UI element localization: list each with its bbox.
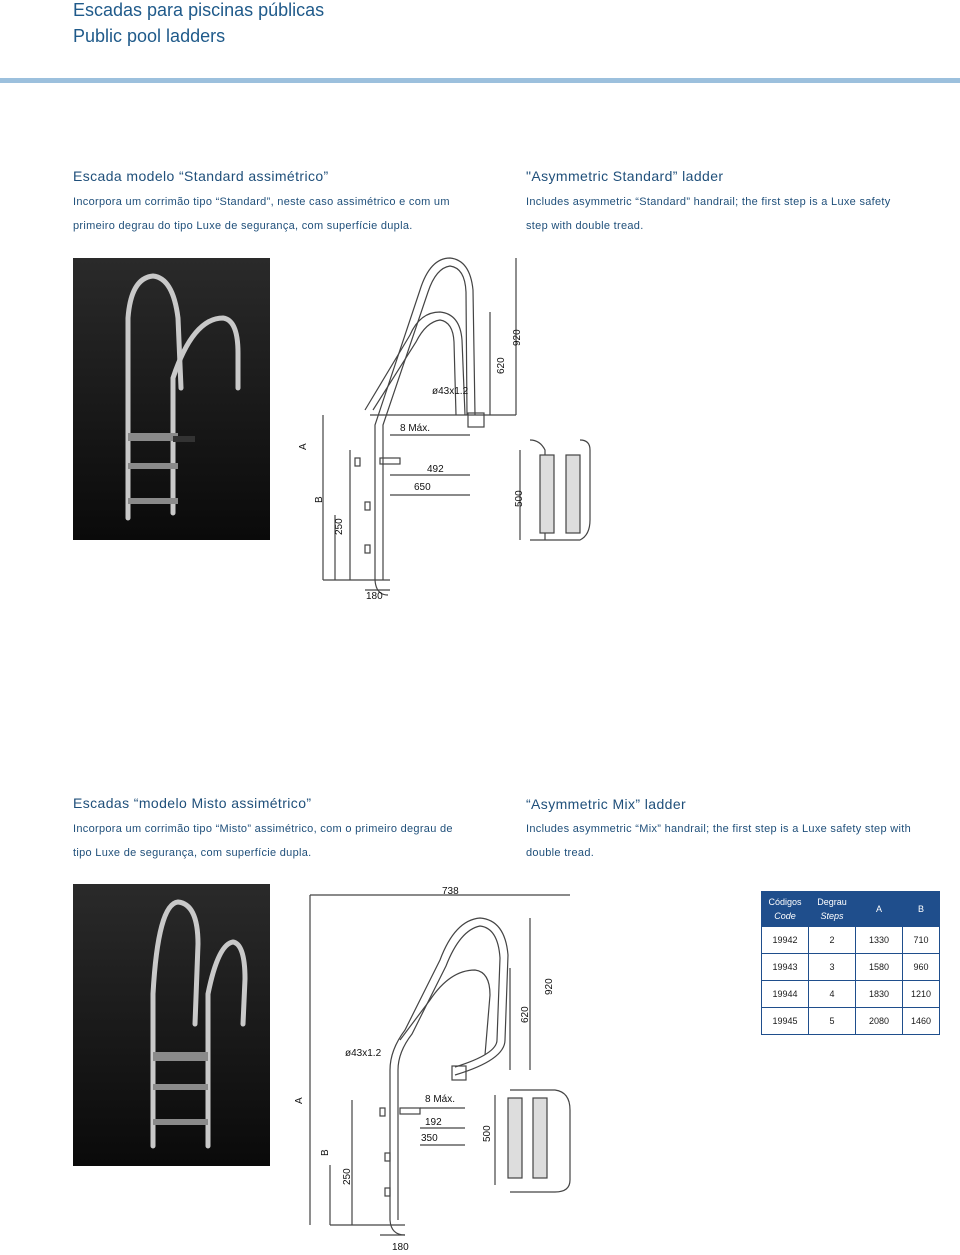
cell-steps: 3 — [808, 953, 856, 981]
header-steps: Degrau Steps — [808, 891, 856, 927]
table-row: 19942 2 1330 710 — [761, 926, 940, 954]
dim-8max: 8 Máx. — [400, 423, 430, 434]
dim-192: 192 — [425, 1117, 442, 1128]
ladder-photo-standard — [73, 258, 270, 540]
dim-492: 492 — [427, 464, 444, 475]
dim-650: 650 — [414, 482, 431, 493]
header-a: A — [855, 891, 903, 927]
section2-desc-pt-line1: Incorpora um corrimão tipo “Misto” assim… — [73, 823, 453, 835]
dim-920: 920 — [512, 329, 523, 346]
section1-heading-en: "Asymmetric Standard” ladder — [526, 168, 724, 184]
dim-250: 250 — [342, 1168, 353, 1185]
cell-b: 1210 — [902, 980, 940, 1008]
section2-desc-pt: Incorpora um corrimão tipo “Misto” assim… — [73, 817, 493, 865]
section2-heading-pt: Escadas “modelo Misto assimétrico” — [73, 795, 312, 811]
cell-code: 19942 — [761, 926, 809, 954]
section1-desc-en: Includes asymmetric “Standard” handrail;… — [526, 190, 946, 238]
dim-350: 350 — [421, 1133, 438, 1144]
cell-b: 1460 — [902, 1007, 940, 1035]
codes-table: Códigos Code Degrau Steps A B 19942 2 13… — [761, 891, 940, 1035]
table-row: 19944 4 1830 1210 — [761, 980, 940, 1008]
section1-desc-en-line2: step with double tread. — [526, 220, 644, 232]
table-row: 19945 5 2080 1460 — [761, 1007, 940, 1035]
section2-desc-en-line1: Includes asymmetric “Mix” handrail; the … — [526, 823, 912, 835]
ladder-drawing-standard: 920 620 ø43x1.2 8 Máx. A 492 650 500 B 2… — [298, 257, 591, 602]
header-steps-pt: Degrau — [817, 897, 847, 907]
header-code: Códigos Code — [761, 891, 809, 927]
table-row: 19943 3 1580 960 — [761, 953, 940, 981]
ladder-photo-mix-image — [73, 884, 270, 1166]
dim-8max: 8 Máx. — [425, 1094, 455, 1105]
header-divider — [0, 78, 960, 83]
dim-920: 920 — [544, 978, 555, 995]
section1-desc-pt-line1: Incorpora um corrimão tipo “Standard”, n… — [73, 196, 450, 208]
dim-620: 620 — [496, 357, 507, 374]
cell-b: 960 — [902, 953, 940, 981]
page-title-en: Public pool ladders — [73, 26, 226, 46]
dim-620: 620 — [520, 1006, 531, 1023]
section1-desc-pt-line2: primeiro degrau do tipo Luxe de seguranç… — [73, 220, 413, 232]
dim-180: 180 — [366, 591, 383, 602]
cell-steps: 2 — [808, 926, 856, 954]
dim-b: B — [314, 496, 325, 503]
dim-tube: ø43x1.2 — [432, 386, 469, 397]
cell-code: 19944 — [761, 980, 809, 1008]
dim-b: B — [320, 1149, 331, 1156]
header-steps-en: Steps — [820, 911, 844, 921]
cell-a: 1580 — [855, 953, 903, 981]
dim-500: 500 — [514, 490, 525, 507]
cell-a: 2080 — [855, 1007, 903, 1035]
section1-heading-pt: Escada modelo “Standard assimétrico” — [73, 168, 329, 184]
dim-180: 180 — [392, 1242, 409, 1253]
dim-a: A — [294, 1097, 305, 1104]
section1-desc-pt: Incorpora um corrimão tipo “Standard”, n… — [73, 190, 493, 238]
header-code-en: Code — [774, 911, 796, 921]
cell-code: 19943 — [761, 953, 809, 981]
header-code-pt: Códigos — [768, 897, 802, 907]
dim-tube: ø43x1.2 — [345, 1048, 382, 1059]
table-header-row: Códigos Code Degrau Steps A B — [761, 891, 940, 927]
header-b: B — [902, 891, 940, 927]
cell-a: 1330 — [855, 926, 903, 954]
dim-738: 738 — [442, 886, 459, 897]
section2-desc-pt-line2: tipo Luxe de segurança, com superfície d… — [73, 847, 312, 859]
cell-steps: 4 — [808, 980, 856, 1008]
section2-desc-en: Includes asymmetric “Mix” handrail; the … — [526, 817, 946, 865]
cell-b: 710 — [902, 926, 940, 954]
dim-500: 500 — [482, 1125, 493, 1142]
section2-desc-en-line2: double tread. — [526, 847, 595, 859]
dim-250: 250 — [334, 518, 345, 535]
ladder-drawing-mix: 738 920 620 ø43x1.2 A 8 Máx. 192 350 500… — [294, 886, 571, 1253]
page-title-pt: Escadas para piscinas públicas — [73, 0, 325, 20]
dim-a: A — [298, 443, 309, 450]
section1-desc-en-line1: Includes asymmetric “Standard” handrail;… — [526, 196, 891, 208]
cell-steps: 5 — [808, 1007, 856, 1035]
ladder-photo-standard-image — [73, 258, 270, 540]
cell-a: 1830 — [855, 980, 903, 1008]
section2-heading-en: “Asymmetric Mix” ladder — [526, 796, 687, 812]
ladder-photo-mix — [73, 884, 270, 1166]
cell-code: 19945 — [761, 1007, 809, 1035]
